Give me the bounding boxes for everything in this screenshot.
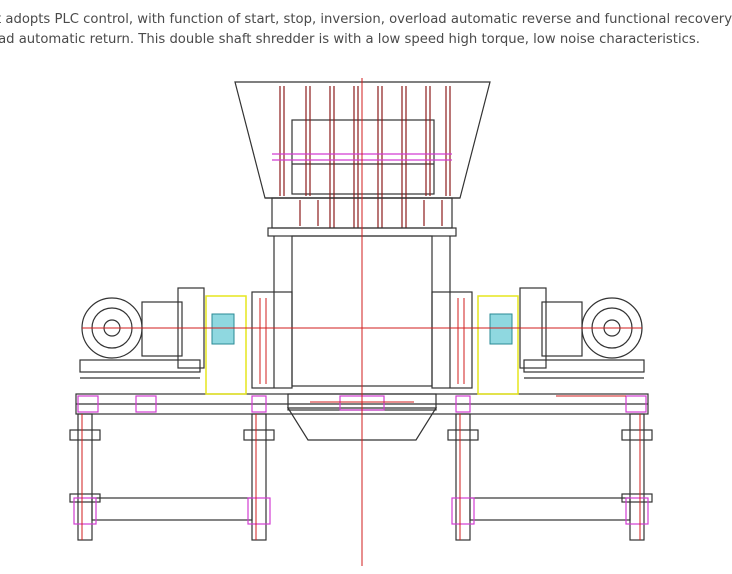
cross-beam-left	[91, 497, 253, 521]
discharge-chute	[286, 407, 438, 441]
shredder-drawing-svg	[69, 78, 653, 566]
left-coupling	[211, 313, 235, 345]
magenta-highlights	[73, 153, 649, 525]
leg-outer-right	[629, 413, 645, 541]
shredder-technical-drawing	[60, 78, 660, 568]
leg-inner-right	[455, 413, 471, 541]
right-coupling	[489, 313, 513, 345]
left-gearbox	[141, 301, 183, 357]
left-bearing-housing	[251, 291, 293, 389]
coupling-guards	[205, 295, 519, 395]
hopper-inner-frame	[291, 119, 435, 195]
couplings	[211, 313, 513, 345]
leg-inner-left	[251, 413, 267, 541]
left-coupling-guard	[205, 295, 247, 395]
article-paragraph: t adopts PLC control, with function of s…	[0, 10, 732, 50]
cross-beam-right	[469, 497, 631, 521]
right-bearing-housing	[431, 291, 473, 389]
right-coupling-guard	[477, 295, 519, 395]
right-gearbox	[541, 301, 583, 357]
article-text-line-1: t adopts PLC control, with function of s…	[0, 12, 732, 27]
drawing-outline	[69, 81, 653, 541]
leg-outer-left	[77, 413, 93, 541]
article-text-line-2: oad automatic return. This double shaft …	[0, 32, 700, 47]
